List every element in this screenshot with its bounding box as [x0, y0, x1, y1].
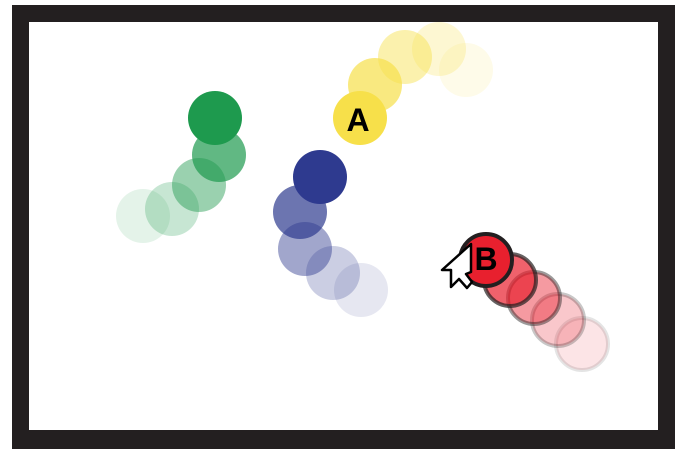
stage	[29, 22, 658, 430]
ball-a-label-group: A	[346, 102, 369, 138]
red-ghost-1	[554, 316, 610, 372]
blue-ghost-1	[334, 263, 388, 317]
ball-a-label: A	[346, 102, 369, 138]
blue-ghost-2	[306, 246, 360, 300]
yellow-ghost-1	[439, 43, 493, 97]
trails-layer	[116, 22, 610, 372]
yellow-ghost-2	[412, 22, 466, 76]
green-ball[interactable]	[188, 91, 242, 145]
blue-ball[interactable]	[293, 150, 347, 204]
red-ghost-2	[530, 292, 586, 348]
red-trail	[458, 232, 610, 372]
green-trail	[116, 91, 246, 243]
yellow-ball[interactable]	[333, 91, 387, 145]
green-ghost-2	[145, 182, 199, 236]
ball-b-label: B	[474, 241, 497, 277]
green-ghost-1	[116, 189, 170, 243]
yellow-trail	[333, 22, 493, 145]
blue-trail	[273, 150, 388, 317]
arrow-cursor-icon[interactable]	[440, 242, 474, 290]
ball-b-label-group: B	[474, 241, 497, 277]
